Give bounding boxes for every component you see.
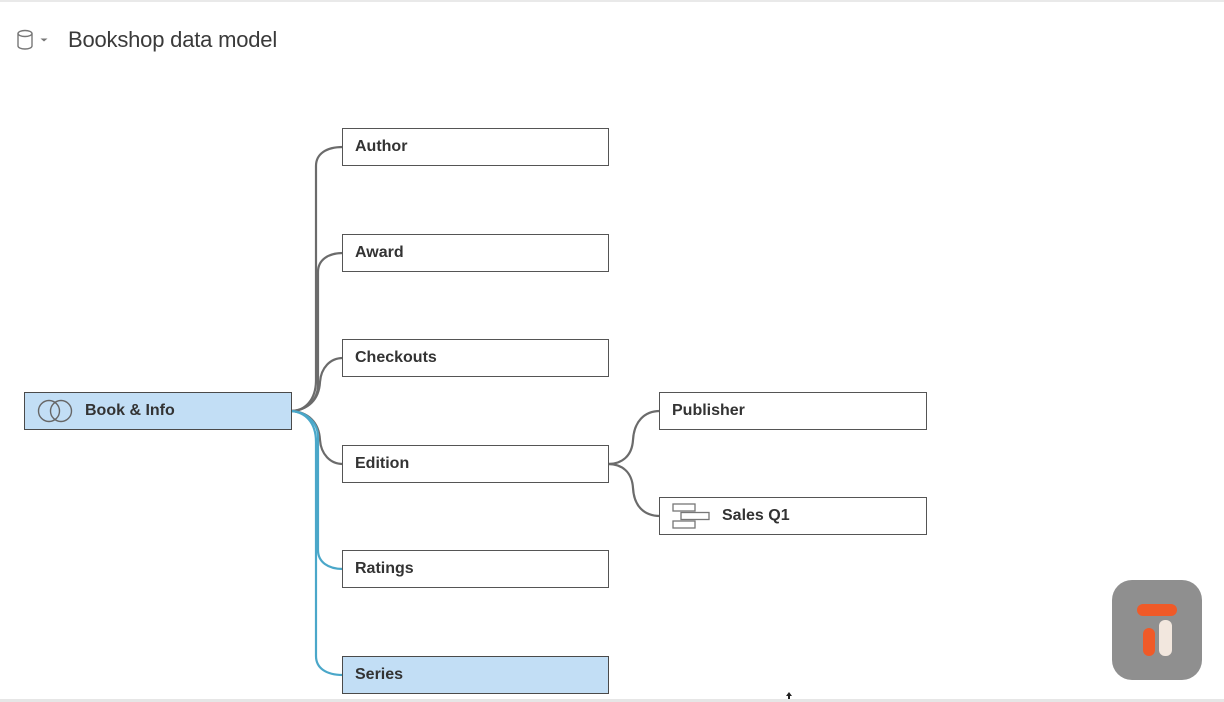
top-divider — [0, 0, 1224, 2]
link-edition-publisher[interactable] — [606, 409, 662, 466]
bottom-divider — [0, 699, 1224, 702]
table-author[interactable]: Author — [342, 128, 609, 166]
link-edition-sales[interactable] — [606, 462, 662, 518]
table-publisher[interactable]: Publisher — [659, 392, 927, 430]
table-label: Edition — [355, 455, 410, 472]
table-sales-q1[interactable]: Sales Q1 — [659, 497, 927, 535]
dropdown-caret-icon — [40, 38, 48, 42]
table-checkouts[interactable]: Checkouts — [342, 339, 609, 377]
table-award[interactable]: Award — [342, 234, 609, 272]
table-label: Publisher — [672, 402, 745, 419]
database-icon — [17, 29, 33, 50]
app-logo-icon — [1137, 604, 1177, 656]
link-book-series[interactable] — [289, 409, 345, 677]
table-label: Sales Q1 — [722, 507, 790, 524]
mouse-cursor-icon — [786, 692, 792, 702]
relationship-circles-icon — [35, 398, 75, 424]
union-table-icon — [670, 502, 712, 530]
datasource-menu-button[interactable] — [16, 25, 60, 55]
table-edition[interactable]: Edition — [342, 445, 609, 483]
app-logo-badge[interactable] — [1112, 580, 1202, 680]
link-book-checkouts[interactable] — [289, 356, 345, 413]
table-series[interactable]: Series — [342, 656, 609, 694]
table-label: Ratings — [355, 560, 414, 577]
page-title: Bookshop data model — [68, 27, 278, 52]
table-label: Book & Info — [85, 402, 175, 419]
link-book-award[interactable] — [289, 251, 345, 413]
table-label: Series — [355, 666, 404, 683]
header: Bookshop data model — [16, 24, 277, 56]
table-label: Author — [355, 138, 408, 155]
table-label: Checkouts — [355, 349, 437, 366]
table-label: Award — [355, 244, 404, 261]
table-ratings[interactable]: Ratings — [342, 550, 609, 588]
table-book-info[interactable]: Book & Info — [24, 392, 292, 430]
